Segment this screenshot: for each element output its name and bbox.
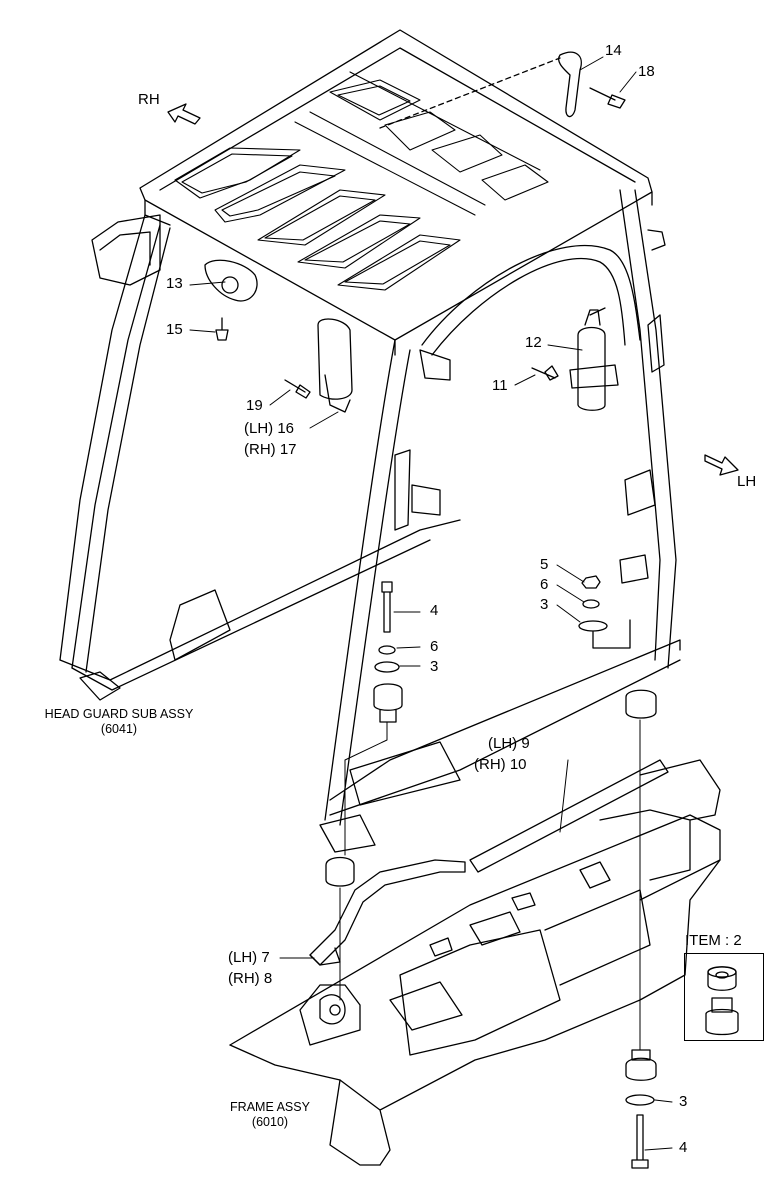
nut-5-part (581, 575, 601, 589)
head-guard-name: HEAD GUARD SUB ASSY (44, 707, 194, 721)
screw-15-part (215, 317, 229, 341)
callout-9-lh: (LH) 9 (488, 735, 530, 752)
callout-8-rh: (RH) 8 (228, 970, 273, 987)
callout-3-left: 3 (430, 658, 439, 675)
bracket-7-8-part (309, 859, 466, 966)
bolt-4-lower-part (631, 1114, 649, 1169)
callout-14: 14 (605, 42, 622, 59)
callout-15: 15 (166, 321, 183, 338)
callout-12: 12 (525, 334, 542, 351)
mount-part-lower-right (625, 1049, 657, 1081)
callout-7-lh: (LH) 7 (228, 949, 270, 966)
item-2-inset-drawing (705, 966, 739, 1036)
extinguisher-part (577, 326, 606, 411)
rh-direction-arrow (167, 103, 201, 125)
bolt-4-part (381, 581, 393, 633)
lh-direction-arrow (704, 454, 739, 476)
mirror-part (317, 318, 353, 400)
callout-17-rh: (RH) 17 (244, 441, 297, 458)
frame-caption: FRAME ASSY (6010) (205, 1100, 335, 1130)
frame-drawing (229, 759, 721, 1166)
callout-6-left: 6 (430, 638, 439, 655)
callout-19: 19 (246, 397, 263, 414)
lh-arrow-label: LH (737, 473, 757, 490)
head-guard-code: (6041) (100, 722, 138, 736)
grab-handle-part (558, 51, 582, 118)
frame-name: FRAME ASSY (230, 1100, 310, 1114)
item-2-inset-box (684, 953, 764, 1041)
dome-light-part (204, 259, 258, 302)
leader-dashed-14 (379, 57, 561, 129)
bracket-9-10-part (469, 759, 669, 873)
callout-10-rh: (RH) 10 (474, 756, 527, 773)
callout-11: 11 (492, 377, 508, 394)
callout-4-upper: 4 (430, 602, 439, 619)
callout-18: 18 (638, 63, 655, 80)
callout-16-lh: (LH) 16 (244, 420, 295, 437)
mount-part-right (625, 689, 657, 719)
leader-lines (189, 56, 673, 1151)
callout-4-lower: 4 (679, 1139, 688, 1156)
head-guard-caption: HEAD GUARD SUB ASSY (6041) (24, 707, 214, 737)
mount-part-upper (373, 683, 403, 723)
callout-6-upper-right: 6 (540, 576, 549, 593)
washer-6-part (582, 599, 600, 609)
washer-3-part (578, 620, 608, 632)
callout-13: 13 (166, 275, 183, 292)
callout-5: 5 (540, 556, 549, 573)
rh-arrow-label: RH (138, 91, 160, 108)
bolt-18-part (589, 87, 626, 109)
head-guard-drawing (59, 29, 681, 853)
callout-3-upper-right: 3 (540, 596, 549, 613)
item-2-title: ITEM : 2 (685, 932, 742, 949)
bolt-19-part (284, 379, 311, 399)
frame-code: (6010) (251, 1115, 289, 1129)
bolt-11-part (531, 365, 559, 381)
callout-3-lower: 3 (679, 1093, 688, 1110)
